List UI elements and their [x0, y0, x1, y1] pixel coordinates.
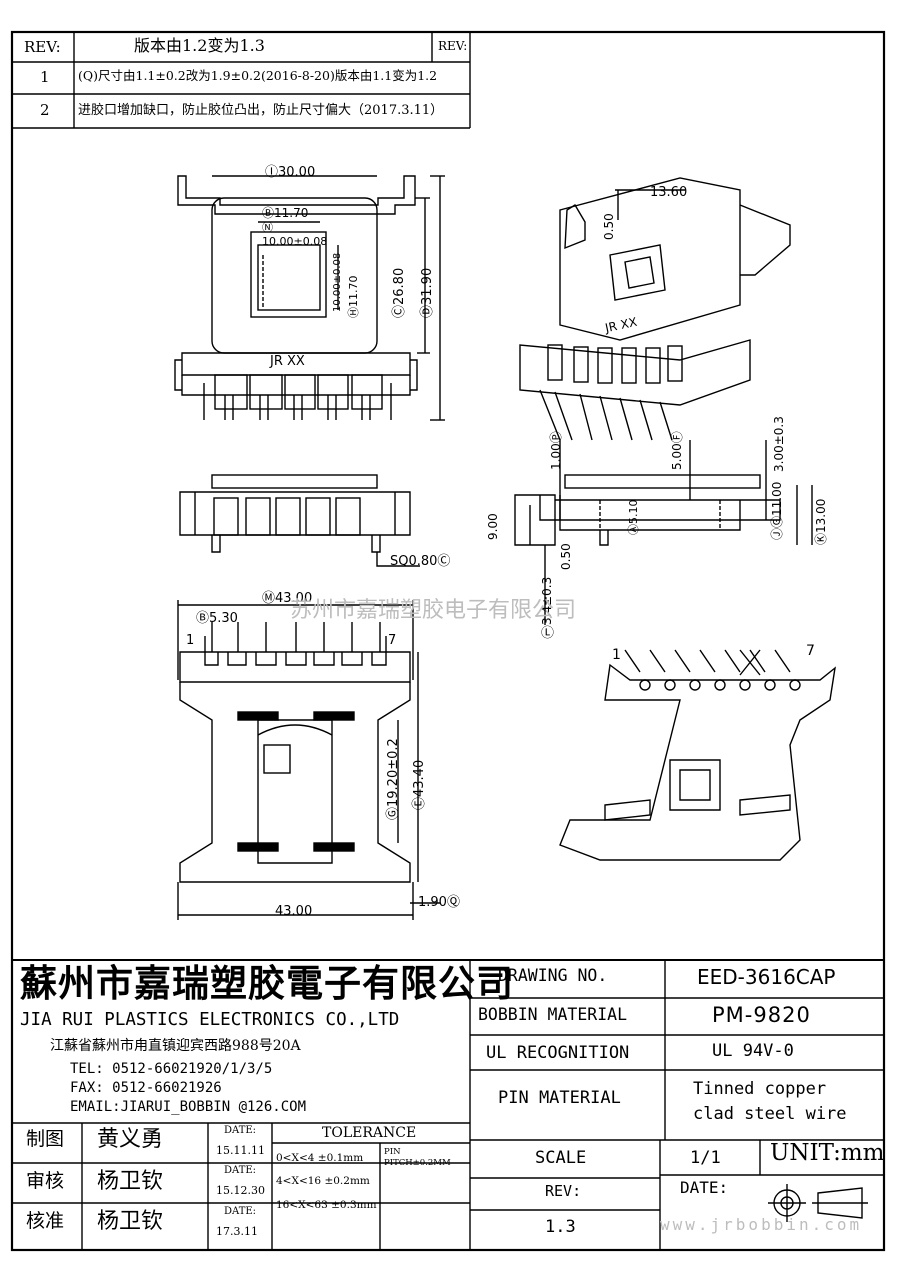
tolerance-row: 4<X<16 ±0.2mm [276, 1175, 370, 1187]
company-tel: TEL: 0512-66021920/1/3/5 [70, 1061, 273, 1077]
approval-name: 杨卫钦 [97, 1209, 164, 1234]
rev-header-note: 版本由1.2变为1.3 [134, 36, 265, 55]
dim-label: Ⓒ26.80 [392, 267, 407, 318]
rev-row-num: 2 [40, 101, 50, 119]
tolerance-row: 16<X<63 ±0.3mm [276, 1199, 377, 1211]
unit-label: UNIT:mm [770, 1140, 885, 1166]
pin-number: 1 [612, 647, 621, 663]
rev-row-text: 进胶口增加缺口，防止胶位凸出，防止尺寸偏大（2017.3.11） [78, 103, 444, 118]
scale-value: 1/1 [690, 1148, 721, 1168]
tolerance-label: TOLERANCE [322, 1125, 417, 1141]
dim-label: 43.00 [275, 904, 313, 919]
rev-label-2: REV: [438, 39, 468, 53]
dim-label: 13.60 [650, 185, 688, 200]
pin-pitch-label: PIN [384, 1147, 401, 1157]
drawing-no-label: DRAWING NO. [498, 966, 608, 985]
approval-date-label: DATE: [224, 1165, 257, 1176]
dim-label: SQ0.80Ⓒ [390, 554, 451, 569]
bobbin-material-value: PM-9820 [712, 1003, 811, 1027]
dim-label: 10.00±0.08 [262, 235, 328, 248]
dim-label: Ⓐ5.10 [627, 499, 640, 536]
dim-label: 0.50 [559, 543, 573, 570]
company-email: EMAIL:JIARUI_BOBBIN @126.COM [70, 1099, 307, 1115]
pin-pitch-value: PITCH±0.2MM [384, 1158, 451, 1168]
dim-label: Ⓛ [541, 626, 555, 641]
company-name-en: JIA RUI PLASTICS ELECTRONICS CO.,LTD [20, 1010, 400, 1030]
date-label-title: DATE: [680, 1178, 729, 1197]
bottom-view [177, 600, 440, 920]
approval-date: 15.12.30 [216, 1184, 265, 1197]
revision-table-lines [12, 32, 471, 129]
tolerance-row: 0<X<4 ±0.1mm [276, 1152, 364, 1164]
approval-role: 核准 [26, 1210, 65, 1232]
dim-label: Ⓑ11.70 [262, 206, 309, 220]
company-address: 江蘇省蘇州市甪直镇迎宾西路988号20A [50, 1038, 301, 1054]
pin-number: 7 [388, 633, 397, 648]
dim-label: Ⓚ13.00 [814, 498, 828, 545]
company-fax: FAX: 0512-66021926 [70, 1080, 222, 1096]
dim-label: Ⓜ43.00 [262, 591, 313, 606]
watermark-company: 苏州市嘉瑞塑胶电子有限公司 [290, 598, 577, 623]
approval-date-label: DATE: [224, 1206, 257, 1217]
approval-date: 15.11.11 [216, 1144, 265, 1157]
pin-material-value-2: clad steel wire [693, 1104, 847, 1124]
rev-label-title: REV: [545, 1182, 582, 1200]
pin-number: 1 [186, 633, 195, 648]
dim-label: 0.50 [602, 213, 616, 240]
dim-label: Ⓓ31.90 [420, 267, 435, 318]
side-view [179, 474, 420, 567]
approval-role: 审核 [26, 1170, 65, 1192]
rev-label: REV: [24, 38, 61, 56]
dim-label: Ⓗ11.70 [347, 275, 360, 319]
dim-label: 1.00Ⓟ [549, 431, 563, 470]
drawing-no-value: EED-3616CAP [697, 965, 836, 989]
dim-label: 10.00±0.08 [332, 252, 343, 312]
iso-view-bottom [559, 649, 836, 861]
sheet-border [10, 30, 886, 1252]
pin-material-value-1: Tinned copper [693, 1079, 827, 1099]
approval-name: 黄义勇 [97, 1127, 164, 1152]
pin-number: 7 [806, 643, 815, 659]
approval-name: 杨卫钦 [97, 1169, 164, 1194]
dim-label: Ⓖ19.20±0.2 [386, 738, 401, 820]
iso-view-top [519, 177, 791, 441]
part-marking: JR XX [270, 354, 305, 369]
dim-label: Ⓝ [262, 221, 273, 234]
dim-label: 5.00Ⓕ [670, 431, 684, 470]
dim-label: Ⓑ5.30 [196, 611, 238, 626]
company-name-cn: 蘇州市嘉瑞塑胶電子有限公司 [20, 961, 514, 1005]
dim-label: 1.90Ⓠ [418, 895, 460, 910]
scale-label: SCALE [535, 1148, 587, 1168]
rev-row-num: 1 [40, 68, 50, 86]
dim-label: Ⓘ30.00 [265, 165, 316, 180]
watermark-url: www.jrbobbin.com [660, 1215, 863, 1234]
rev-value-title: 1.3 [545, 1217, 576, 1237]
dim-label: 3.00±0.3 [772, 416, 786, 472]
right-side-view [514, 440, 813, 625]
dim-label: Ⓔ43.40 [412, 759, 427, 810]
ul-recognition-value: UL 94V-0 [712, 1041, 794, 1061]
bobbin-material-label: BOBBIN MATERIAL [478, 1005, 628, 1024]
approval-date-label: DATE: [224, 1125, 257, 1136]
dim-label: 9.00 [486, 513, 500, 540]
title-block-lines [12, 959, 884, 1250]
approval-role: 制图 [26, 1128, 65, 1150]
approval-date: 17.3.11 [216, 1225, 258, 1238]
rev-row-text: (Q)尺寸由1.1±0.2改为1.9±0.2(2016-8-20)版本由1.1变… [78, 68, 438, 83]
dim-label: ⒿⒼ11.00 [770, 481, 784, 540]
pin-material-label: PIN MATERIAL [498, 1088, 621, 1108]
ul-recognition-label: UL RECOGNITION [486, 1043, 630, 1063]
top-view [174, 175, 445, 421]
